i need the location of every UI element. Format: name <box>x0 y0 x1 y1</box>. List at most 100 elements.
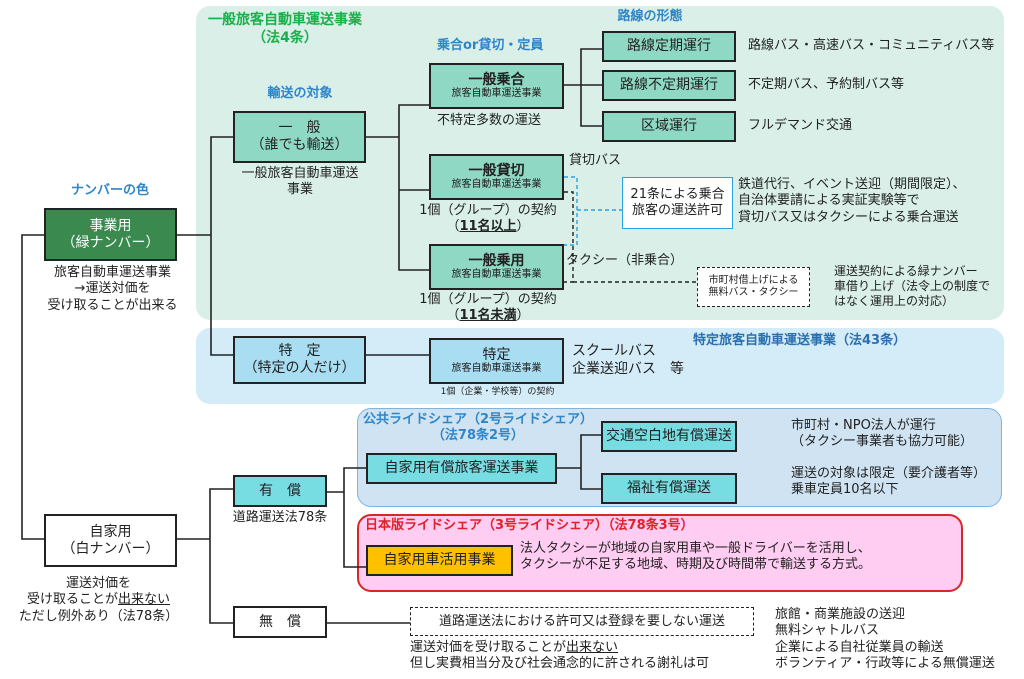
school-bus-label: スクールバス <box>572 343 656 359</box>
route-box-area[interactable]: 区域運行 <box>602 111 736 142</box>
private-note-line3: ただし例外あり（法78条） <box>18 608 179 624</box>
welfare-transport-box[interactable]: 福祉有償運送 <box>601 473 737 504</box>
private-paid-transport-label: 自家用有償旅客運送事業 <box>384 460 539 477</box>
route-scheduled-desc: 路線バス・高速バス・コミュニティバス等 <box>748 38 995 53</box>
route-form-heading: 路線の形態 <box>617 9 683 24</box>
unpaid-box[interactable]: 無 償 <box>233 606 327 638</box>
paren-close: ） <box>516 219 530 235</box>
general-charter-box[interactable]: 一般貸切 旅客自動車運送事業 <box>429 154 564 200</box>
route-area-desc: フルデマンド交通 <box>748 118 853 133</box>
paren-open: （ <box>446 219 460 235</box>
no-permit-example: ボランティア・行政等による無償運送 <box>775 655 995 671</box>
transport-gap-desc-line2: （タクシー事業者も協力可能） <box>791 434 974 450</box>
general-shared-sub: 旅客自動車運送事業 <box>451 88 542 100</box>
general-charter-title: 一般貸切 <box>468 162 525 179</box>
general-business-heading: 一般旅客自動車運送事業 （法4条） <box>205 12 365 47</box>
welfare-transport-desc: 運送の対象は限定（要介護者等） 乗車定員10名以下 <box>791 466 986 499</box>
japan-rideshare-desc: 法人タクシーが地域の自家用車や一般ドライバーを活用し、 タクシーが不足する地域、… <box>520 541 871 574</box>
general-target-sublabel: （誰でも輸送） <box>250 137 349 153</box>
japan-rideshare-desc-line1: 法人タクシーが地域の自家用車や一般ドライバーを活用し、 <box>520 541 871 556</box>
no-permit-example: 旅館・商業施設の送迎 <box>775 607 906 622</box>
private-note-line2: 受け取ることが出来ない <box>16 592 181 608</box>
municipal-line2: 無料バス・タクシー <box>708 287 799 298</box>
paid-label: 有 償 <box>259 482 301 499</box>
taxi-capacity: 11名未満 <box>459 308 517 324</box>
specific-business-box[interactable]: 特定 旅客自動車運送事業 <box>429 338 564 384</box>
general-shared-box[interactable]: 一般乗合 旅客自動車運送事業 <box>429 63 564 109</box>
article21-line1: 21条による乗合 <box>630 187 725 203</box>
unpaid-label: 無 償 <box>259 613 301 630</box>
region-japan-rideshare <box>357 514 963 592</box>
article21-permit-box[interactable]: 21条による乗合 旅客の運送許可 <box>622 177 733 229</box>
paren-open: （ <box>446 308 460 324</box>
route-area-label: 区域運行 <box>641 118 697 135</box>
private-white-number-box[interactable]: 自家用 （白ナンバー） <box>44 514 177 567</box>
no-permit-transport-box[interactable]: 道路運送法における許可又は登録を要しない運送 <box>410 607 754 636</box>
general-taxi-title: 一般乗用 <box>468 252 525 269</box>
general-charter-sub: 旅客自動車運送事業 <box>451 179 542 191</box>
transport-gap-desc-line1: 市町村・NPO法人が運行 <box>791 418 936 433</box>
taxi-label: タクシー（非乗合） <box>566 253 684 268</box>
transport-target-heading: 輸送の対象 <box>267 86 333 101</box>
municipal-free-bus-box[interactable]: 市町村借上げによる 無料バス・タクシー <box>697 267 810 307</box>
general-target-label: 一 般 <box>278 120 321 137</box>
general-target-note-line2: 事業 <box>286 182 313 198</box>
specific-business-heading: 特定旅客自動車運送事業（法43条） <box>693 333 907 348</box>
general-taxi-box[interactable]: 一般乗用 旅客自動車運送事業 <box>429 244 564 290</box>
private-car-utilization-box[interactable]: 自家用車活用事業 <box>366 545 513 576</box>
general-taxi-note-line2: （11名未満） <box>418 308 558 324</box>
paren-close: ） <box>516 308 530 324</box>
paid-box[interactable]: 有 償 <box>233 475 327 507</box>
number-color-heading: ナンバーの色 <box>70 183 149 198</box>
japan-rideshare-desc-line2: タクシーが不足する地域、時期及び時間帯で輸送する方式。 <box>520 557 872 573</box>
commercial-note: 旅客自動車運送事業 →運送対価を 受け取ることが出来る <box>30 265 195 314</box>
specific-target-box[interactable]: 特 定 （特定の人だけ） <box>233 336 366 384</box>
municipal-line1: 市町村借上げによる <box>708 275 799 286</box>
commercial-label: 事業用 <box>89 217 132 234</box>
private-note-line2-text: 受け取ることが <box>26 592 118 608</box>
no-permit-example: 企業による自社従業員の輸送 <box>775 639 944 655</box>
route-box-scheduled[interactable]: 路線定期運行 <box>602 31 736 62</box>
no-permit-example: 無料シャトルバス <box>775 623 880 639</box>
transport-gap-box[interactable]: 交通空白地有償運送 <box>601 421 737 452</box>
private-sublabel: （白ナンバー） <box>61 540 160 557</box>
general-target-box[interactable]: 一 般 （誰でも輸送） <box>233 111 366 163</box>
general-business-heading-line1: 一般旅客自動車運送事業 <box>208 12 362 28</box>
welfare-transport-label: 福祉有償運送 <box>627 480 711 497</box>
specific-target-label: 特 定 <box>278 343 321 360</box>
private-note-line2-underlined: 出来ない <box>118 592 171 608</box>
welfare-transport-desc-line2: 乗車定員10名以下 <box>791 482 899 498</box>
article21-desc-line1: 鉄道代行、イベント送迎（期間限定）、 <box>738 177 966 192</box>
commercial-green-number-box[interactable]: 事業用 （緑ナンバー） <box>44 208 177 261</box>
general-charter-note-line1: 1個（グループ）の契約 <box>419 203 557 218</box>
no-permit-label: 道路運送法における許可又は登録を要しない運送 <box>438 613 725 629</box>
private-note: 運送対価を 受け取ることが出来ない ただし例外あり（法78条） <box>16 576 181 625</box>
region-general-business <box>196 6 1004 320</box>
general-charter-note-line2: （11名以上） <box>418 219 558 235</box>
commercial-note-line1: 旅客自動車運送事業 <box>53 265 171 280</box>
commercial-sublabel: （緑ナンバー） <box>61 234 160 251</box>
japan-rideshare-heading: 日本版ライドシェア（3号ライドシェア）（法78条3号） <box>365 518 694 533</box>
route-unscheduled-desc: 不定期バス、予約制バス等 <box>748 77 905 92</box>
municipal-desc-line2: 車借り上げ（法令上の制度で <box>834 279 991 293</box>
general-shared-note: 不特定多数の運送 <box>437 113 542 128</box>
specific-business-sub: 旅客自動車運送事業 <box>451 363 542 375</box>
charter-bus-label: 貸切バス <box>569 153 622 168</box>
general-taxi-note-line1: 1個（グループ）の契約 <box>419 292 557 307</box>
no-permit-note-text: 運送対価を受け取ることが <box>410 640 567 655</box>
article21-desc-line3: 貸切バス又はタクシーによる乗合運送 <box>738 209 959 225</box>
company-shuttle-label: 企業送迎バス 等 <box>572 360 684 377</box>
route-box-unscheduled[interactable]: 路線不定期運行 <box>602 70 736 101</box>
private-label: 自家用 <box>89 523 132 540</box>
connector-number-trunk <box>21 234 44 540</box>
private-car-utilization-label: 自家用車活用事業 <box>383 552 496 569</box>
article21-desc-line2: 自治体要請による実証実験等で <box>738 193 920 209</box>
no-permit-examples: 旅館・商業施設の送迎 無料シャトルバス 企業による自社従業員の輸送 ボランティア… <box>775 607 995 672</box>
general-target-note: 一般旅客自動車運送 事業 <box>225 166 375 199</box>
paid-note: 道路運送法78条 <box>232 510 328 525</box>
general-taxi-sub: 旅客自動車運送事業 <box>451 269 542 281</box>
private-paid-transport-box[interactable]: 自家用有償旅客運送事業 <box>366 453 557 484</box>
general-target-note-line1: 一般旅客自動車運送 <box>241 166 359 181</box>
specific-business-title: 特定 <box>482 346 511 363</box>
